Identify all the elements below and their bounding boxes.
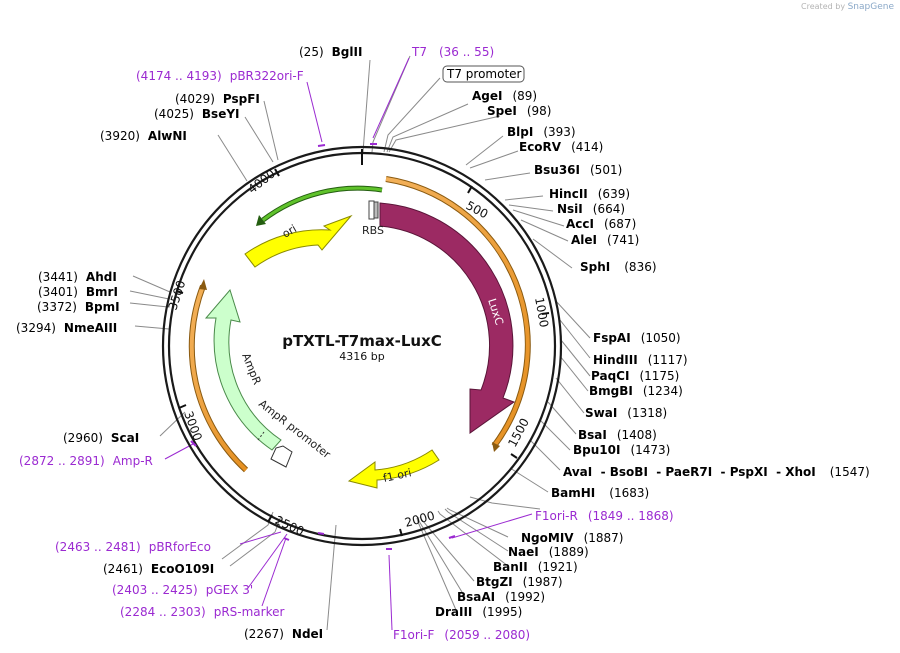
primer-pbr322ori-f[interactable]: (4174 .. 4193)pBR322ori-F — [136, 69, 304, 83]
site-btgzi[interactable]: BtgZI(1987) — [476, 575, 563, 589]
ampr-annotation-bar — [189, 285, 248, 472]
plasmid-size: 4316 bp — [339, 350, 384, 363]
rbs-box — [368, 200, 375, 220]
site-bmri[interactable]: (3401)BmrI — [38, 285, 118, 299]
site-blpi[interactable]: BlpI(393) — [507, 125, 576, 139]
site-draiii[interactable]: DraIII(1995) — [435, 605, 522, 619]
ampr-dotted-mark — [257, 431, 265, 441]
site-fspai[interactable]: FspAI(1050) — [593, 331, 681, 345]
site-xhoi-group[interactable]: AvaI - BsoBI - PaeR7I - PspXI - XhoI(154… — [563, 465, 870, 479]
site-bsu36i[interactable]: Bsu36I(501) — [534, 163, 622, 177]
site-pspfi[interactable]: (4029)PspFI — [175, 92, 260, 106]
ori-annotation-bar — [262, 186, 383, 222]
ampr-feature-label: AmpR — [239, 351, 263, 387]
primer-connectors — [164, 57, 533, 631]
primer-f1ori-f[interactable]: F1ori-F(2059 .. 2080) — [393, 628, 530, 642]
primer-t7[interactable]: T7(36 .. 55) — [411, 45, 494, 59]
site-bamhi[interactable]: BamHI(1683) — [551, 486, 649, 500]
site-sphi[interactable]: SphI(836) — [580, 260, 657, 274]
site-swai[interactable]: SwaI(1318) — [585, 406, 667, 420]
site-banii[interactable]: BanII(1921) — [493, 560, 578, 574]
tick-marks — [175, 168, 550, 537]
luxc-annotation-bar — [385, 177, 530, 448]
primer-f1ori-r[interactable]: F1ori-R(1849 .. 1868) — [535, 509, 674, 523]
t7-promoter-label: T7 promoter — [446, 67, 522, 81]
site-eco0109i[interactable]: (2461)EcoO109I — [103, 562, 214, 576]
site-ecorv[interactable]: EcoRV(414) — [519, 140, 603, 154]
primer-amp-r[interactable]: (2872 .. 2891)Amp-R — [19, 454, 153, 468]
site-scai[interactable]: (2960)ScaI — [63, 431, 139, 445]
site-bglii[interactable]: (25)BglII — [299, 45, 362, 59]
site-hindiii[interactable]: HindIII(1117) — [593, 353, 688, 367]
site-nsii[interactable]: NsiI(664) — [557, 202, 625, 216]
primer-pbrforeco[interactable]: (2463 .. 2481)pBRforEco — [55, 540, 211, 554]
site-alwni[interactable]: (3920)AlwNI — [100, 129, 187, 143]
site-ndei[interactable]: (2267)NdeI — [244, 627, 323, 641]
rbs-box-inner — [373, 201, 379, 219]
tick-label-3500: 3500 — [166, 279, 189, 312]
primer-labels: T7(36 .. 55) (4174 .. 4193)pBR322ori-F F… — [19, 45, 674, 642]
restriction-site-labels: (25)BglII AgeI(89) SpeI(98) BlpI(393) Ec… — [16, 45, 870, 641]
site-naei[interactable]: NaeI(1889) — [508, 545, 589, 559]
ampr-feature-arrow — [204, 288, 282, 451]
primer-pgex3[interactable]: (2403 .. 2425)pGEX 3' — [112, 583, 253, 597]
tick-label-2500: 2500 — [273, 513, 307, 539]
ori-annotation-arrow — [256, 215, 266, 226]
primer-marks — [190, 143, 456, 550]
site-bsai[interactable]: BsaI(1408) — [578, 428, 657, 442]
t7-promoter-box[interactable] — [442, 65, 525, 83]
site-ahdi[interactable]: (3441)AhdI — [38, 270, 117, 284]
plasmid-name: pTXTL-T7max-LuxC — [282, 332, 442, 350]
tick-label-1000: 1000 — [532, 296, 551, 329]
site-nmeaiii[interactable]: (3294)NmeAIII — [16, 321, 117, 335]
site-bseyi[interactable]: (4025)BseYI — [154, 107, 240, 121]
site-bsaai[interactable]: BsaAI(1992) — [457, 590, 545, 604]
snapgene-logo: SnapGene — [847, 2, 894, 12]
site-paqci[interactable]: PaqCI(1175) — [591, 369, 679, 383]
ampr-promoter-arrow — [270, 445, 293, 468]
site-bpu10i[interactable]: Bpu10I(1473) — [573, 443, 670, 457]
ori-feature-label: ori — [280, 222, 299, 240]
tick-label-4000: 4000 — [245, 167, 278, 197]
site-spei[interactable]: SpeI(98) — [487, 104, 551, 118]
primer-prs-marker[interactable]: (2284 .. 2303)pRS-marker — [120, 605, 284, 619]
f1-ori-feature-label: f1 ori — [382, 466, 413, 485]
connector-lines — [129, 55, 591, 631]
ampr-annotation-arrow — [199, 279, 207, 290]
ori-feature-arrow — [244, 214, 353, 268]
credit-prefix: Created by — [801, 2, 846, 11]
f1-ori-feature-arrow — [347, 449, 440, 489]
snapgene-credit: Created by SnapGene — [801, 2, 894, 12]
luxc-annotation-arrow — [492, 442, 500, 452]
site-bpmi[interactable]: (3372)BpmI — [37, 300, 120, 314]
site-agei[interactable]: AgeI(89) — [472, 89, 537, 103]
rbs-label: RBS — [362, 224, 384, 237]
site-bmgbi[interactable]: BmgBI(1234) — [589, 384, 683, 398]
site-hincii[interactable]: HincII(639) — [549, 187, 630, 201]
backbone-outer — [161, 145, 563, 547]
site-ngomiv[interactable]: NgoMIV(1887) — [521, 531, 623, 545]
site-acci[interactable]: AccI(687) — [566, 217, 636, 231]
site-alei[interactable]: AleI(741) — [571, 233, 639, 247]
luxc-feature-arrow — [379, 202, 516, 434]
